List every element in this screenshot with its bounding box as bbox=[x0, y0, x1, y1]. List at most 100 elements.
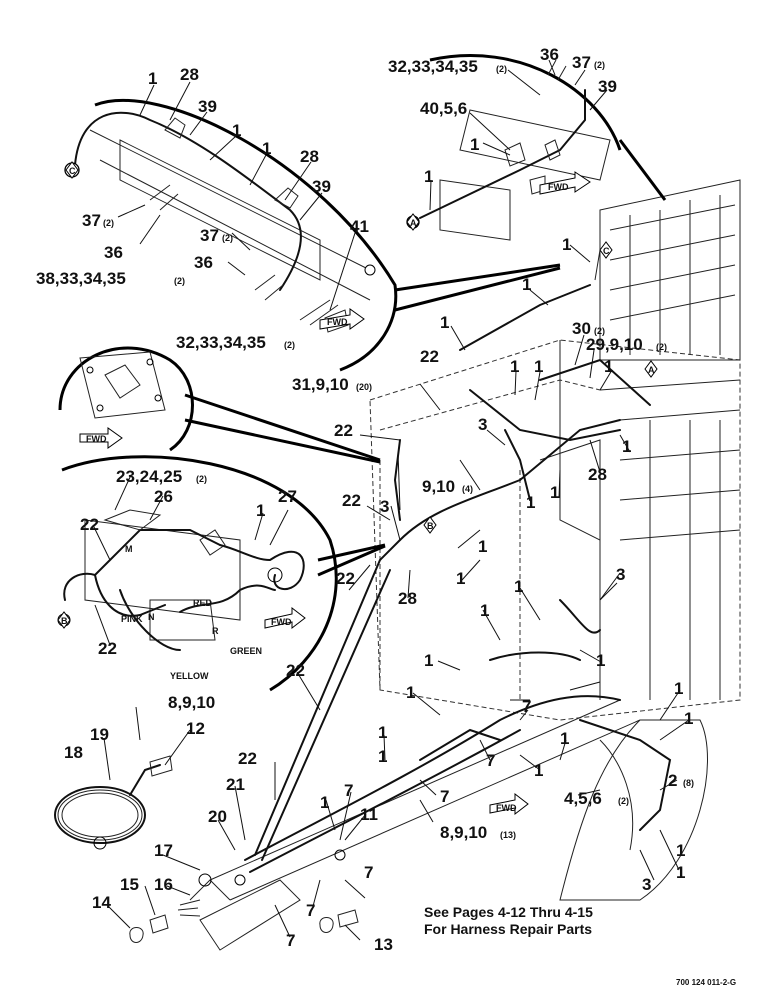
callout-7: 7 bbox=[522, 697, 531, 716]
connector-badges: A A C C B B M N R bbox=[57, 161, 658, 636]
connector-letter-a2: A bbox=[648, 365, 655, 375]
callout-17: 17 bbox=[154, 841, 173, 860]
fwd-arrows: FWD FWD FWD FWD FWD bbox=[79, 171, 591, 816]
fwd-arrow-1 bbox=[539, 171, 591, 195]
bottom-parts bbox=[129, 849, 359, 943]
fwd-label-3: FWD bbox=[86, 434, 107, 444]
callout-1: 1 bbox=[550, 483, 559, 502]
connector-letter-b1: B bbox=[61, 616, 68, 626]
callout-22: 22 bbox=[98, 639, 117, 658]
callout-4-5-6: 4,5,6 bbox=[564, 789, 602, 808]
callout-qty: (4) bbox=[462, 484, 473, 494]
callout-28: 28 bbox=[398, 589, 417, 608]
callout-28: 28 bbox=[300, 147, 319, 166]
callout-12: 12 bbox=[186, 719, 205, 738]
callout-32-33-34-35: 32,33,34,35 bbox=[176, 333, 266, 352]
detail-view-plate bbox=[58, 346, 194, 452]
callout-36: 36 bbox=[194, 253, 213, 272]
fwd-label-2: FWD bbox=[327, 317, 348, 327]
callout-22: 22 bbox=[238, 749, 257, 768]
callout-3: 3 bbox=[380, 497, 389, 516]
callout-qty: (2) bbox=[656, 342, 667, 352]
callout-8-9-10: 8,9,10 bbox=[440, 823, 487, 842]
callout-38-33-34-35: 38,33,34,35 bbox=[36, 269, 126, 288]
note-line-1: See Pages 4-12 Thru 4-15 bbox=[424, 904, 593, 920]
callout-qty: (2) bbox=[496, 64, 507, 74]
callout-7: 7 bbox=[344, 781, 353, 800]
connector-letter-m: M bbox=[125, 544, 133, 554]
callout-36: 36 bbox=[540, 45, 559, 64]
callout-22: 22 bbox=[420, 347, 439, 366]
callout-16: 16 bbox=[154, 875, 173, 894]
wire-color-labels: RED PINK GREEN YELLOW bbox=[121, 598, 262, 681]
callout-19: 19 bbox=[90, 725, 109, 744]
callout-qty: (20) bbox=[356, 382, 372, 392]
callout-30: 30 bbox=[572, 319, 591, 338]
callout-7: 7 bbox=[306, 901, 315, 920]
callout-22: 22 bbox=[334, 421, 353, 440]
connector-letter-c1: C bbox=[69, 166, 76, 176]
callout-22: 22 bbox=[342, 491, 361, 510]
fwd-label-4: FWD bbox=[271, 617, 292, 627]
detail-view-valve bbox=[57, 455, 338, 692]
callout-22: 22 bbox=[336, 569, 355, 588]
callout-1: 1 bbox=[378, 723, 387, 742]
callout-1: 1 bbox=[676, 841, 685, 860]
wire-label-yellow: YELLOW bbox=[170, 671, 209, 681]
callout-22: 22 bbox=[286, 661, 305, 680]
callout-numbers: 1 28 39 1 1 28 39 37 (2) 36 38,33,34,35 … bbox=[36, 45, 694, 954]
callout-qty: (2) bbox=[174, 276, 185, 286]
main-harness bbox=[244, 249, 672, 873]
callout-1: 1 bbox=[478, 537, 487, 556]
callout-1: 1 bbox=[560, 729, 569, 748]
callout-1: 1 bbox=[232, 121, 241, 140]
callout-9-10: 9,10 bbox=[422, 477, 455, 496]
callout-qty: (2) bbox=[618, 796, 629, 806]
callout-1: 1 bbox=[424, 167, 433, 186]
callout-23-24-25: 23,24,25 bbox=[116, 467, 182, 486]
callout-20: 20 bbox=[208, 807, 227, 826]
callout-36: 36 bbox=[104, 243, 123, 262]
callout-1: 1 bbox=[456, 569, 465, 588]
callout-1: 1 bbox=[676, 863, 685, 882]
connector-letter-n: N bbox=[148, 612, 155, 622]
callout-14: 14 bbox=[92, 893, 111, 912]
callout-1: 1 bbox=[562, 235, 571, 254]
callout-41: 41 bbox=[350, 217, 369, 236]
callout-39: 39 bbox=[312, 177, 331, 196]
callout-7: 7 bbox=[440, 787, 449, 806]
callout-1: 1 bbox=[534, 761, 543, 780]
fwd-arrow-3 bbox=[79, 427, 123, 449]
callout-1: 1 bbox=[406, 683, 415, 702]
document-number: 700 124 011-2-G bbox=[676, 978, 737, 987]
repair-parts-note: See Pages 4-12 Thru 4-15 For Harness Rep… bbox=[424, 904, 593, 938]
callout-3: 3 bbox=[478, 415, 487, 434]
callout-3: 3 bbox=[616, 565, 625, 584]
wire-label-pink: PINK bbox=[121, 614, 143, 624]
callout-8-9-10: 8,9,10 bbox=[168, 693, 215, 712]
callout-13: 13 bbox=[374, 935, 393, 954]
callout-1: 1 bbox=[424, 651, 433, 670]
callout-qty: (2) bbox=[284, 340, 295, 350]
callout-39: 39 bbox=[198, 97, 217, 116]
coiled-cable bbox=[54, 755, 173, 850]
connector-a-right bbox=[644, 360, 658, 378]
fwd-label-5: FWD bbox=[496, 803, 517, 813]
fwd-arrow-2 bbox=[319, 308, 365, 330]
connector-b-mid bbox=[423, 516, 437, 534]
callout-37: 37 bbox=[572, 53, 591, 72]
detail-view-top-right bbox=[406, 54, 667, 241]
callout-qty: (2) bbox=[594, 326, 605, 336]
callout-qty: (2) bbox=[196, 474, 207, 484]
callout-22: 22 bbox=[80, 515, 99, 534]
connector-c-left bbox=[65, 161, 79, 179]
callout-qty: (13) bbox=[500, 830, 516, 840]
leader-ray-left bbox=[317, 543, 386, 577]
callout-3: 3 bbox=[642, 875, 651, 894]
leader-ray-mid bbox=[184, 393, 381, 464]
connector-letter-c2: C bbox=[603, 246, 610, 256]
callout-1: 1 bbox=[526, 493, 535, 512]
connector-letter-r: R bbox=[212, 626, 219, 636]
